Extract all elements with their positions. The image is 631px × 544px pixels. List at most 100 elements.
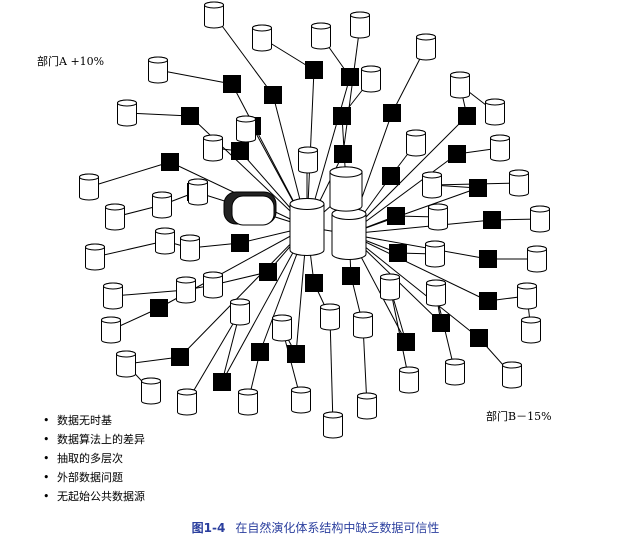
bullet-icon: • <box>43 452 50 465</box>
database-cylinder <box>79 173 99 201</box>
issue-item: • 数据算法上的差异 <box>40 430 145 449</box>
database-cylinder <box>502 361 522 389</box>
extract-box <box>479 250 497 268</box>
extract-box <box>469 179 487 197</box>
department-a-label: 部门A +10% <box>37 55 105 68</box>
database-cylinder <box>252 24 272 52</box>
extract-programs <box>150 61 501 391</box>
database-cylinder <box>177 388 197 416</box>
database-cylinder <box>416 33 436 61</box>
database-cylinder <box>527 245 547 273</box>
database-cylinder <box>272 314 292 342</box>
database-cylinder <box>399 366 419 394</box>
database-cylinder <box>323 411 343 439</box>
extract-box <box>251 343 269 361</box>
database-cylinder <box>406 129 426 157</box>
extract-box <box>231 142 249 160</box>
extract-box <box>213 373 231 391</box>
database-cylinder <box>380 273 400 301</box>
database-cylinder <box>425 240 445 268</box>
connection-line <box>348 153 458 235</box>
databases <box>79 1 550 439</box>
connection-line <box>348 233 480 339</box>
bullet-icon: • <box>43 471 50 484</box>
issue-text: 无起始公共数据源 <box>57 490 145 503</box>
extract-box <box>342 267 360 285</box>
database-cylinder <box>298 146 318 174</box>
extract-box <box>305 274 323 292</box>
extract-box <box>171 348 189 366</box>
issue-item: •抽取的多层次 <box>40 449 145 468</box>
database-cylinder <box>521 316 541 344</box>
central-database <box>331 208 367 260</box>
database-cylinder <box>180 234 200 262</box>
connection-line <box>186 311 241 403</box>
department-b-label: 部门B－15% <box>486 410 552 423</box>
database-cylinder <box>155 227 175 255</box>
issue-text: 数据无时基 <box>57 414 112 427</box>
database-cylinder <box>357 392 377 420</box>
database-cylinder <box>103 282 123 310</box>
database-cylinder <box>141 377 161 405</box>
issue-text: 外部数据问题 <box>57 471 123 484</box>
bullet-icon: • <box>43 414 50 427</box>
database-cylinder <box>530 205 550 233</box>
issue-item: • 数据无时基 <box>40 411 145 430</box>
database-cylinder <box>230 298 250 326</box>
database-cylinder <box>350 11 370 39</box>
connection-line <box>94 240 166 258</box>
database-cylinder <box>450 71 470 99</box>
connection-line <box>348 233 489 260</box>
database-cylinder <box>517 282 537 310</box>
extract-box <box>305 61 323 79</box>
extract-box <box>334 145 352 163</box>
extract-box <box>181 107 199 125</box>
extract-box <box>259 263 277 281</box>
database-cylinder <box>203 134 223 162</box>
database-cylinder <box>105 203 125 231</box>
figure-title: 在自然演化体系结构中缺乏数据可信性 <box>235 521 440 535</box>
connection-line <box>348 233 489 302</box>
database-cylinder <box>490 134 510 162</box>
database-cylinder <box>320 303 340 331</box>
central-database <box>289 198 325 256</box>
extract-box <box>458 107 476 125</box>
extract-box <box>341 68 359 86</box>
extract-box <box>223 75 241 93</box>
extract-box <box>382 167 400 185</box>
external-source <box>231 195 275 226</box>
extract-box <box>161 153 179 171</box>
extract-box <box>397 333 415 351</box>
extract-box <box>383 104 401 122</box>
central-database <box>329 166 363 212</box>
database-cylinder <box>188 178 208 206</box>
extract-box <box>432 314 450 332</box>
database-cylinder <box>238 388 258 416</box>
extract-box <box>150 299 168 317</box>
extract-box <box>470 329 488 347</box>
database-cylinder <box>509 169 529 197</box>
database-cylinder <box>428 203 448 231</box>
database-cylinder <box>445 358 465 386</box>
connection-line <box>329 316 334 426</box>
database-cylinder <box>101 316 121 344</box>
connection-line <box>126 112 191 117</box>
extract-box <box>479 292 497 310</box>
database-cylinder <box>85 243 105 271</box>
database-cylinder <box>426 279 446 307</box>
connection-line <box>348 219 493 235</box>
issue-text: 数据算法上的差异 <box>57 433 145 446</box>
extract-box <box>448 145 466 163</box>
connection-line <box>342 24 361 155</box>
connection-line <box>157 69 233 85</box>
database-cylinder <box>236 115 256 143</box>
extract-box <box>287 345 305 363</box>
bullet-icon: • <box>43 433 50 446</box>
database-cylinder <box>291 386 311 414</box>
issue-item: •无起始公共数据源 <box>40 487 145 506</box>
connection-line <box>348 115 468 235</box>
database-cylinder <box>353 311 373 339</box>
database-cylinder <box>152 191 172 219</box>
database-cylinder <box>311 22 331 50</box>
